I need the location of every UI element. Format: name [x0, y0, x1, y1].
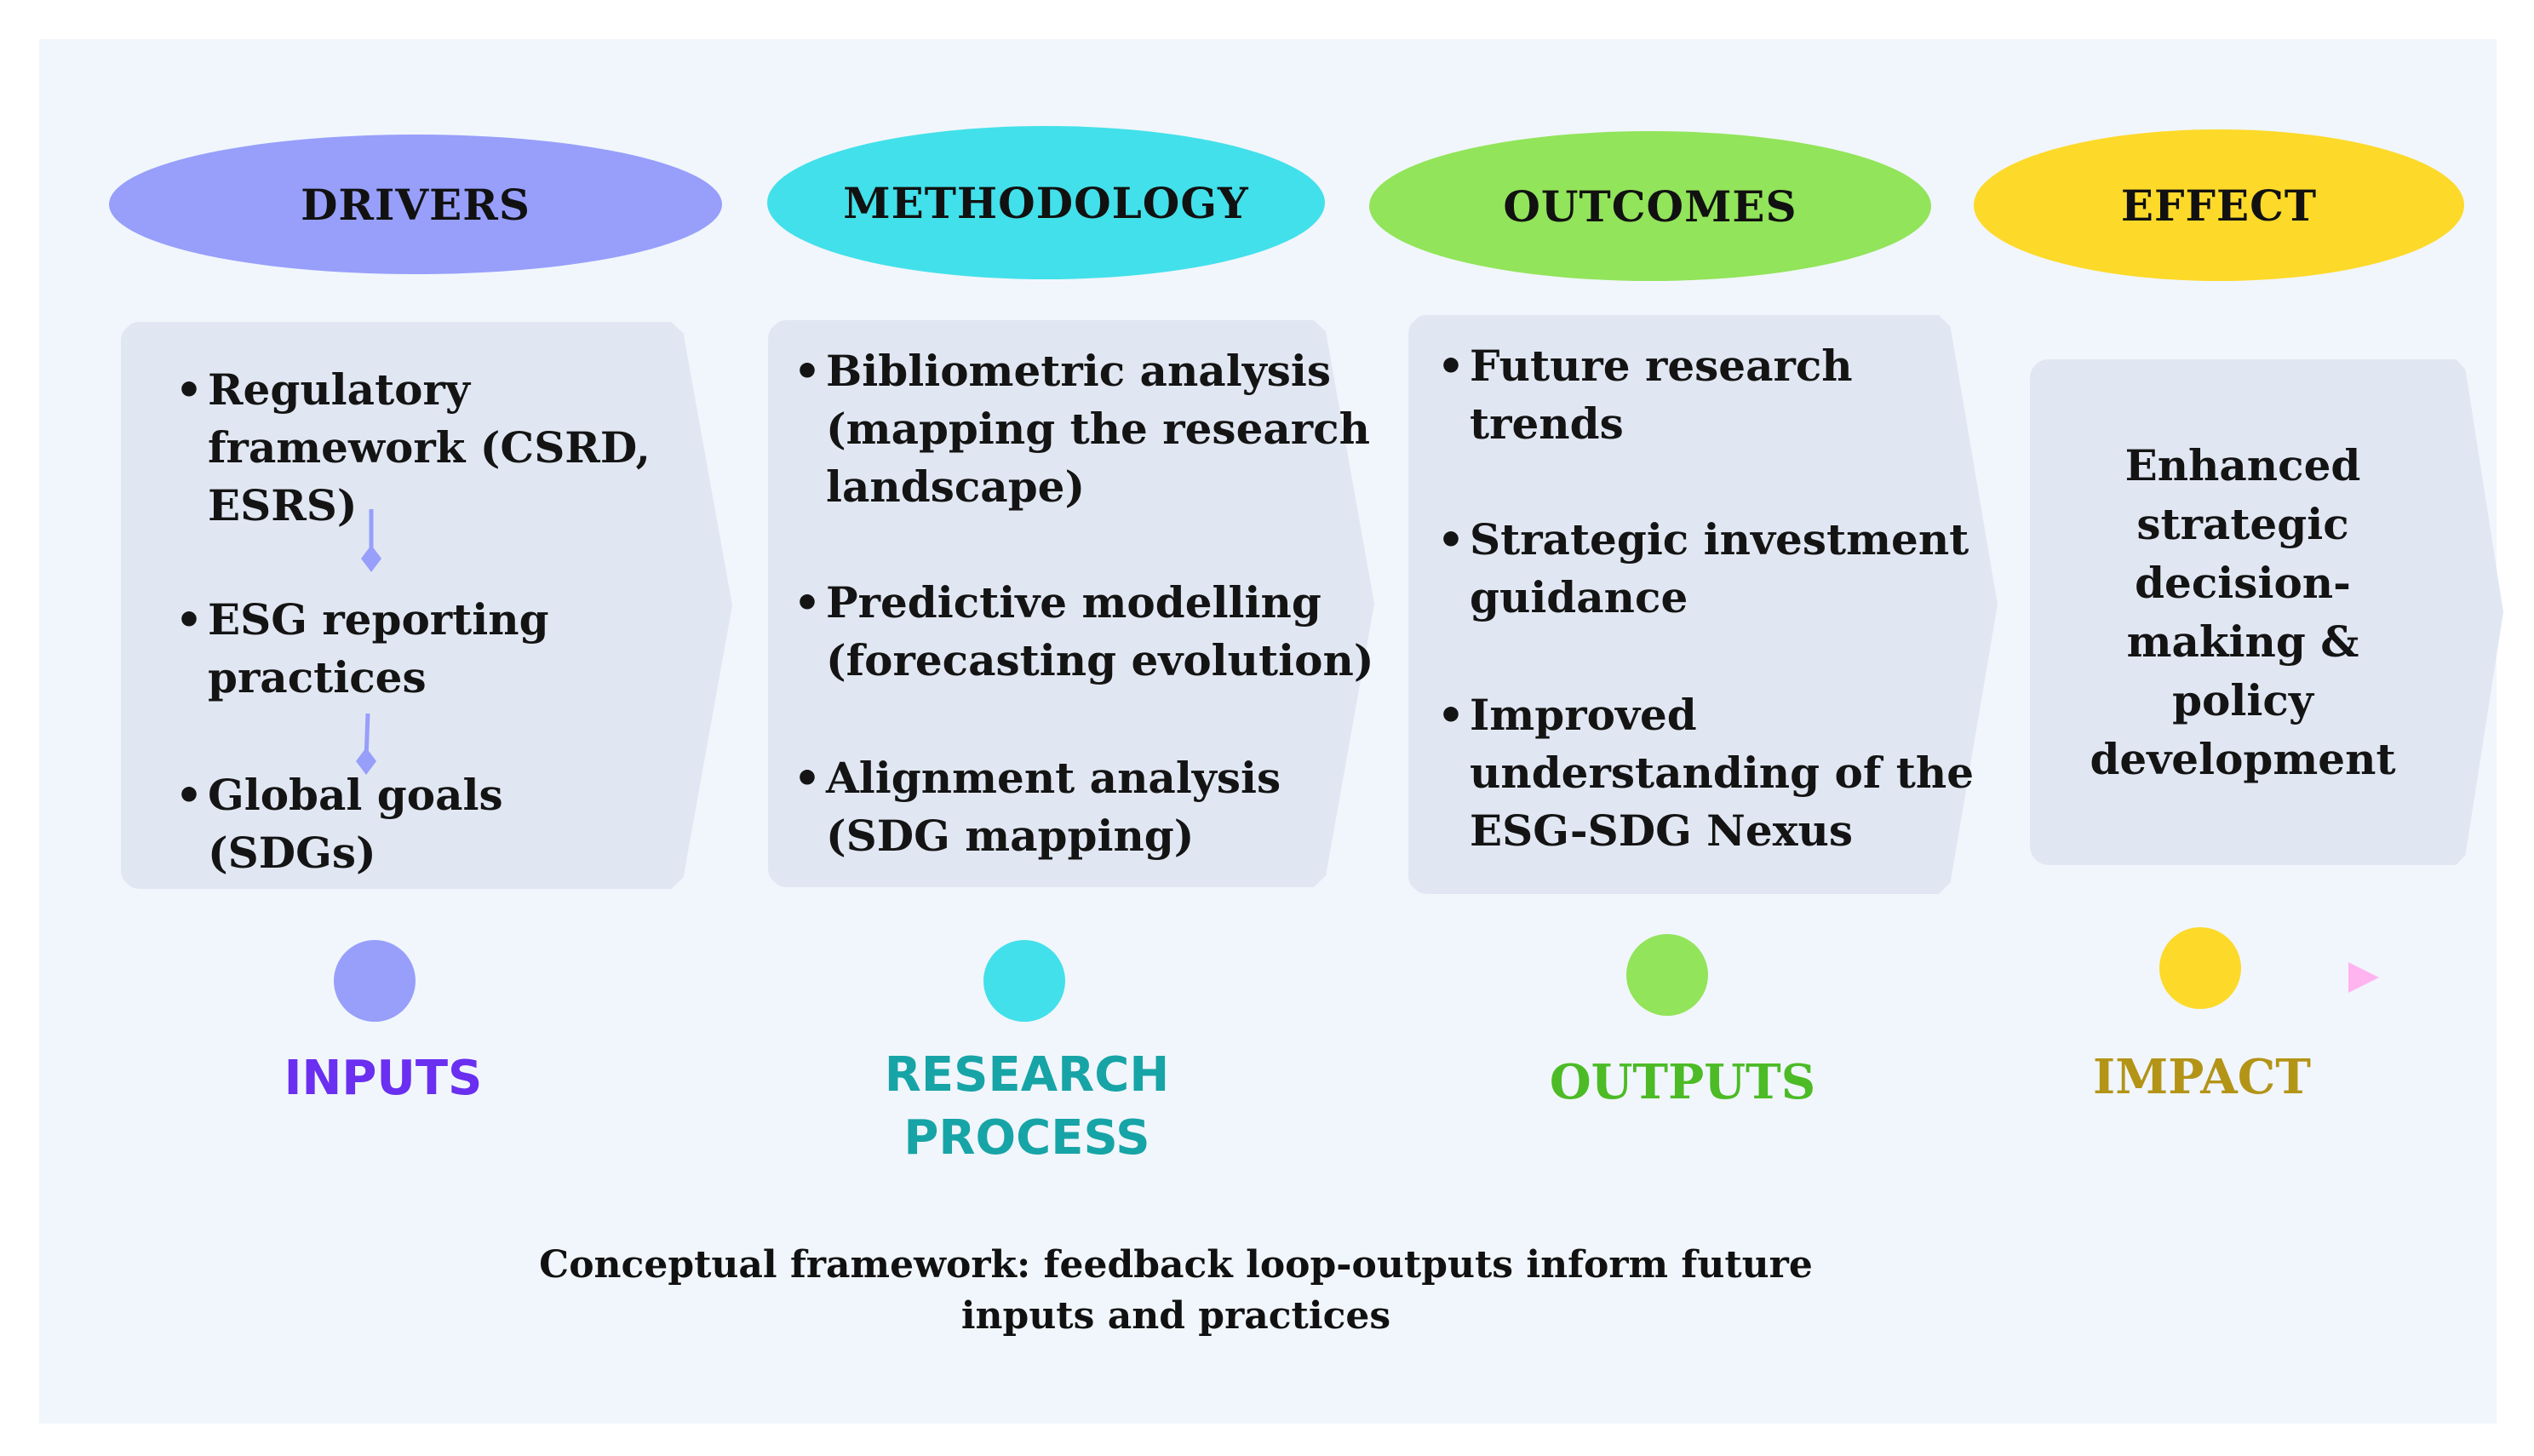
- timeline-arrowhead: [2348, 962, 2379, 993]
- drivers-item-3: Global goals (SDGs): [175, 766, 685, 882]
- timeline-graphic: [191, 509, 2379, 1022]
- drivers-item-1: Regulatory framework (CSRD, ESRS): [175, 361, 685, 535]
- stage-impact-label: IMPACT: [2093, 1049, 2311, 1105]
- stage-outputs-label: OUTPUTS: [1549, 1054, 1816, 1110]
- effect-card-text: Enhanced strategic decision- making & po…: [2090, 440, 2396, 784]
- drivers-connector-1-head: [361, 545, 381, 572]
- framework-canvas: DRIVERS METHODOLOGY OUTCOMES EFFECT Regu…: [39, 39, 2503, 1424]
- inputs-node: [334, 940, 416, 1022]
- effect-card: [2030, 359, 2503, 865]
- methodology-item-3: Alignment analysis (SDG mapping): [794, 749, 1388, 865]
- outcomes-item-1: Future research trends: [1437, 337, 2015, 453]
- impact-node: [2159, 927, 2241, 1009]
- header-effect-label: EFFECT: [2120, 180, 2318, 231]
- stage-research-process-label: RESEARCH PROCESS: [884, 1047, 1170, 1166]
- drivers-item-2: ESG reporting practices: [175, 591, 685, 707]
- figure-caption: Conceptual framework: feedback loop-outp…: [539, 1243, 1813, 1338]
- header-methodology: METHODOLOGY: [767, 126, 1325, 279]
- header-outcomes-label: OUTCOMES: [1503, 181, 1797, 232]
- header-drivers: DRIVERS: [109, 135, 722, 274]
- drivers-connector-2-head: [356, 748, 376, 775]
- header-outcomes: OUTCOMES: [1369, 131, 1931, 281]
- header-drivers-label: DRIVERS: [301, 179, 530, 230]
- stage-inputs-label: INPUTS: [284, 1051, 483, 1106]
- research-process-node: [983, 940, 1065, 1022]
- methodology-item-2: Predictive modelling (forecasting evolut…: [794, 574, 1388, 690]
- outcomes-item-3: Improved understanding of the ESG-SDG Ne…: [1437, 686, 2015, 860]
- outputs-node: [1626, 934, 1708, 1016]
- header-methodology-label: METHODOLOGY: [843, 177, 1249, 228]
- outcomes-item-2: Strategic investment guidance: [1437, 511, 2015, 627]
- methodology-item-1: Bibliometric analysis (mapping the resea…: [794, 342, 1388, 516]
- header-effect: EFFECT: [1974, 129, 2464, 281]
